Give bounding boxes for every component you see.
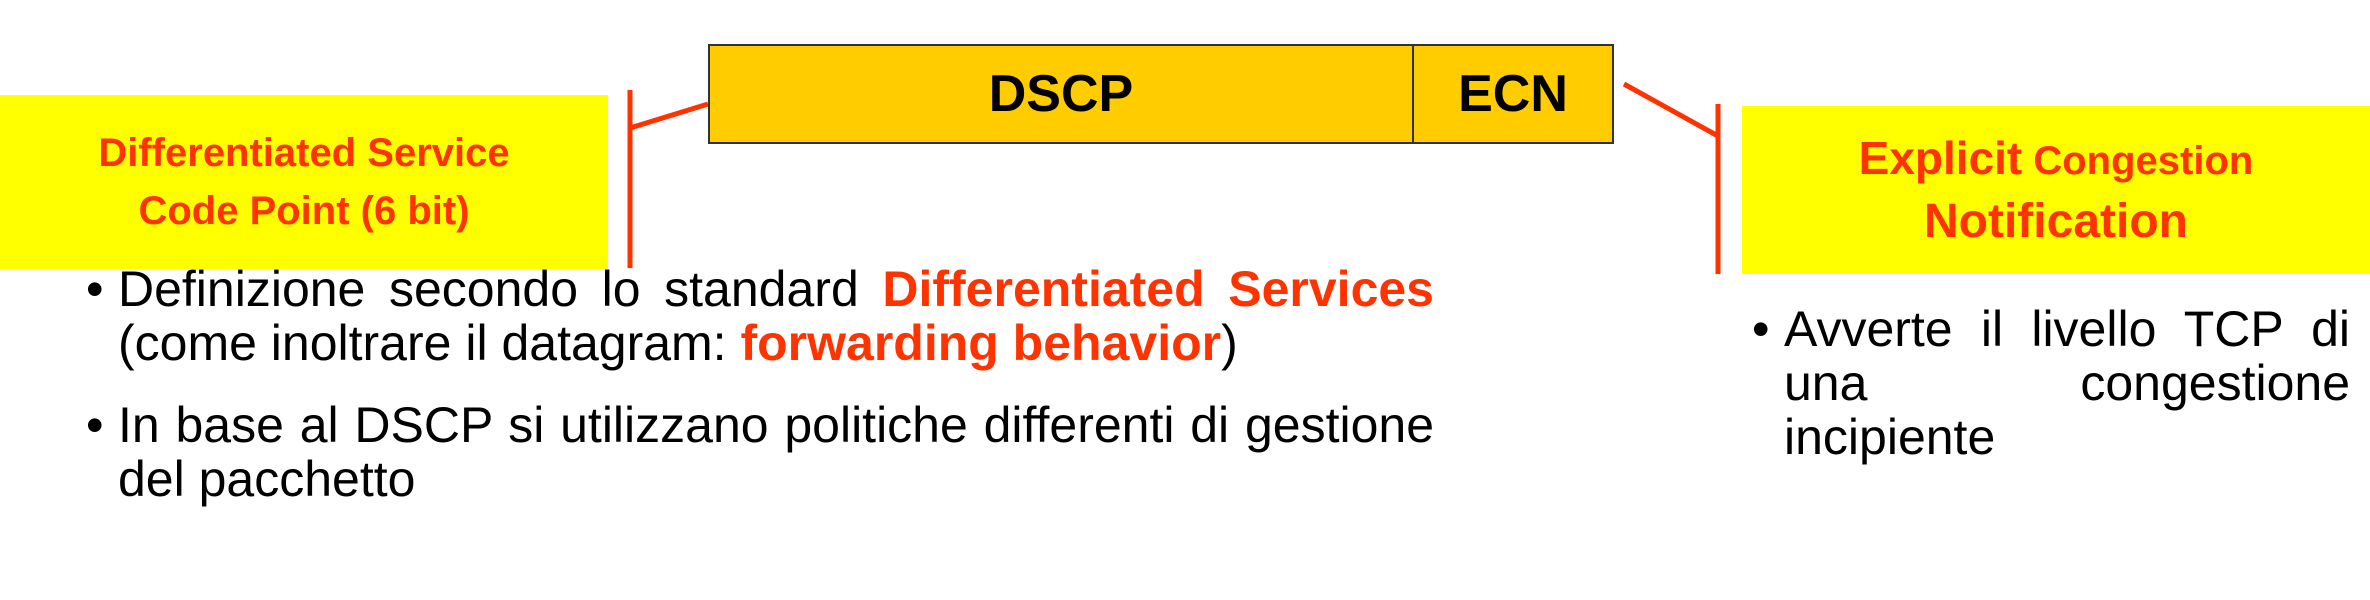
dscp-field: DSCP (708, 44, 1414, 144)
ecn-callout-line1: Explicit Congestion (1859, 128, 2254, 191)
list-item: • Avverte il livello TCP di una congesti… (1752, 302, 2350, 464)
ecn-callout-explicit: Explicit (1858, 131, 2023, 184)
bullet-text: Definizione secondo lo standard (118, 261, 883, 317)
ecn-callout: Explicit Congestion Notification (1742, 106, 2370, 274)
bullet-text: ) (1221, 315, 1238, 371)
highlight-forwarding-behavior: forwarding behavior (740, 315, 1222, 371)
list-item: • In base al DSCP si utilizzano politich… (86, 398, 1434, 506)
bullet-dot-icon: • (1752, 301, 1770, 357)
dscp-description-list: • Definizione secondo lo standard Differ… (86, 262, 1434, 534)
ecn-connector-line (1622, 81, 1720, 139)
dscp-callout-line1: Differentiated Service (98, 131, 510, 175)
list-item: • Definizione secondo lo standard Differ… (86, 262, 1434, 370)
dscp-connector-line (629, 101, 709, 131)
bullet-text: In base al DSCP si utilizzano politiche … (118, 397, 1434, 507)
dscp-callout: Differentiated Service Code Point (6 bit… (0, 95, 608, 269)
bullet-text: (come inoltrare il datagram: (118, 315, 741, 371)
bullet-dot-icon: • (86, 261, 104, 317)
ecn-callout-line2: Notification (1924, 194, 2188, 248)
ecn-callout-congestion: Congestion (2022, 138, 2254, 183)
ecn-description-list: • Avverte il livello TCP di una congesti… (1752, 302, 2350, 492)
ecn-field-label: ECN (1458, 65, 1568, 123)
ecn-field: ECN (1412, 44, 1614, 144)
dscp-callout-line2: Code Point (6 bit) (138, 189, 470, 233)
bullet-dot-icon: • (86, 397, 104, 453)
dscp-field-label: DSCP (988, 65, 1134, 123)
highlight-differentiated-services: Differentiated Services (882, 261, 1434, 317)
bullet-text: Avverte il livello TCP di una congestion… (1784, 301, 2350, 465)
